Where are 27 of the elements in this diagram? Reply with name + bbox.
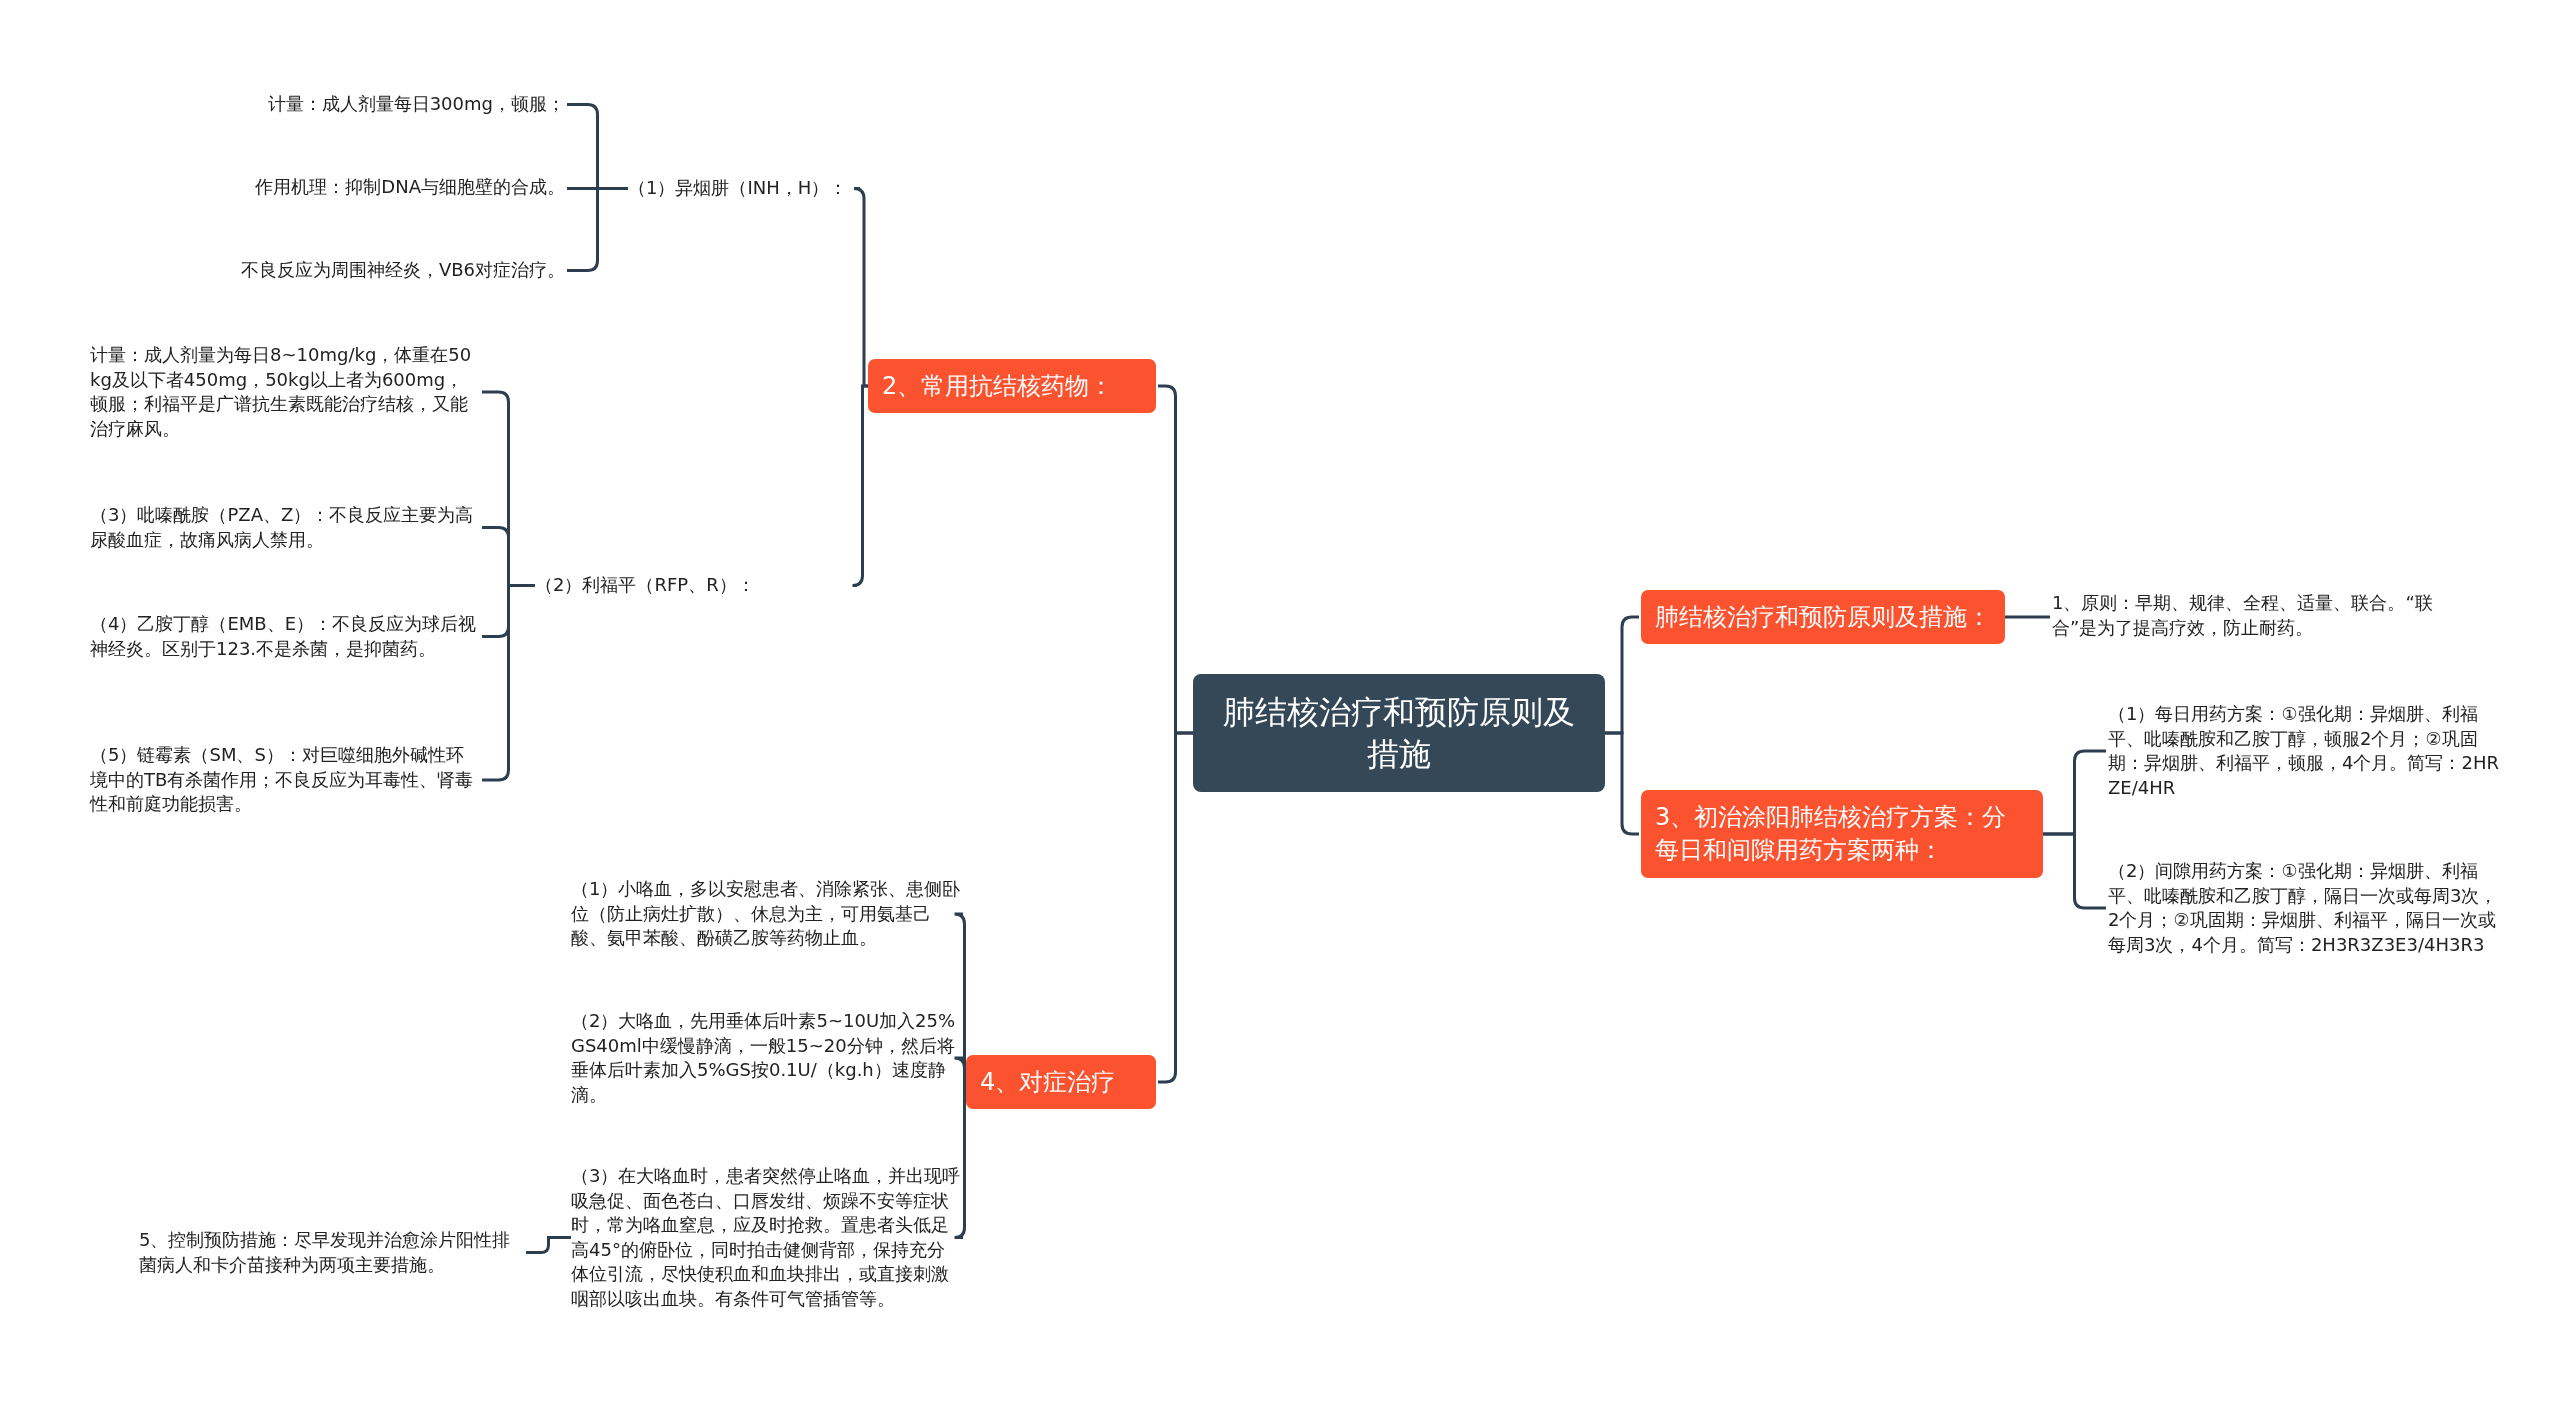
branch-topic-box: 4、对症治疗 — [966, 1055, 1156, 1109]
topic-text: （3）吡嗪酰胺（PZA、Z）：不良反应主要为高尿酸血症，故痛风病人禁用。 — [90, 503, 480, 552]
topic-text: （4）乙胺丁醇（EMB、E）：不良反应为球后视神经炎。区别于123.不是杀菌，是抑菌药。 — [90, 612, 480, 661]
central-topic-box: 肺结核治疗和预防原则及措施 — [1193, 674, 1605, 792]
topic-text: （2）大咯血，先用垂体后叶素5~10U加入25%GS40ml中缓慢静滴，一般15~20分钟，然后将垂体后叶素加入5%GS按0.1U/（kg.h）速度静滴。 — [571, 1009, 961, 1107]
topic-text: 5、控制预防措施：尽早发现并治愈涂片阳性排菌病人和卡介苗接种为两项主要措施。 — [139, 1228, 524, 1277]
connector-line — [526, 1236, 571, 1254]
connector-line — [852, 187, 868, 388]
topic-text: （5）链霉素（SM、S）：对巨噬细胞外碱性环境中的TB有杀菌作用；不良反应为耳毒性、肾毒性和前庭功能损害。 — [90, 743, 480, 817]
topic-text: （1）每日用药方案：①强化期：异烟肼、利福平、吡嗪酰胺和乙胺丁醇，顿服2个月；②巩固期：异烟肼、利福平，顿服，4个月。简写：2HRZE/4HR — [2108, 702, 2508, 800]
topic-text: （2）间隙用药方案：①强化期：异烟肼、利福平、吡嗪酰胺和乙胺丁醇，隔日一次或每周3次，2个月；②巩固期：异烟肼、利福平，隔日一次或每周3次，4个月。简写：2H3R3Z3E3/4H3R3 — [2108, 859, 2508, 957]
connector-line — [953, 1080, 968, 1239]
topic-text: 计量：成人剂量为每日8~10mg/kg，体重在50kg及以下者450mg，50kg以上者为600mg，顿服；利福平是广谱抗生素既能治疗结核，又能治疗麻风。 — [90, 343, 480, 441]
topic-text: 1、原则：早期、规律、全程、适量、联合。“联合”是为了提高疗效，防止耐药。 — [2052, 591, 2452, 640]
connector-line — [1158, 731, 1193, 1084]
topic-text: （1）小咯血，多以安慰患者、消除紧张、患侧卧位（防止病灶扩散）、休息为主，可用氨基己酸、氨甲苯酸、酚磺乙胺等药物止血。 — [571, 877, 961, 951]
topic-text: 计量：成人剂量每日300mg，顿服； — [200, 92, 565, 117]
topic-text: 作用机理：抑制DNA与细胞壁的合成。 — [200, 175, 565, 200]
connector-line — [851, 384, 868, 587]
topic-text: （3）在大咯血时，患者突然停止咯血，并出现呼吸急促、面色苍白、口唇发绀、烦躁不安等症状时，常为咯血窒息，应及时抢救。置患者头低足高45°的俯卧位，同时拍击健侧背部，保持充分体位引流，尽快使积血和血块排出，或直接刺激咽部以咳出血块。有条件可气管插管等。 — [571, 1164, 961, 1311]
connector-line — [2005, 615, 2050, 619]
topic-text: （2）利福平（RFP、R）： — [535, 573, 855, 598]
topic-text: 不良反应为周围神经炎，VB6对症治疗。 — [180, 258, 565, 283]
topic-text: （1）异烟肼（INH，H）： — [628, 176, 858, 201]
branch-topic-box: 3、初治涂阳肺结核治疗方案：分每日和间隙用药方案两种： — [1641, 790, 2043, 878]
branch-topic-box: 2、常用抗结核药物： — [868, 359, 1156, 413]
branch-topic-box: 肺结核治疗和预防原则及措施： — [1641, 590, 2005, 644]
